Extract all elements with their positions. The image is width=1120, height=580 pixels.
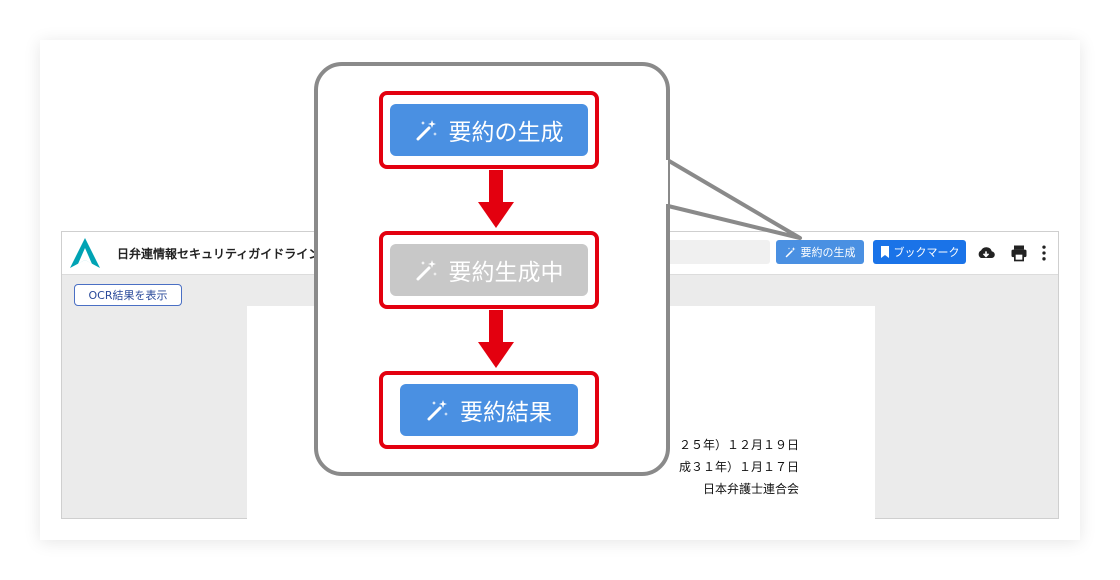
show-ocr-button[interactable]: OCR結果を表示 [74, 284, 182, 306]
magic-wand-icon [427, 400, 448, 421]
down-arrow-icon [478, 170, 514, 228]
summary-button-idle-label: 要約の生成 [448, 120, 564, 146]
toolbar-field [662, 240, 770, 264]
more-vertical-icon[interactable] [1034, 243, 1054, 263]
magic-wand-icon [785, 247, 795, 258]
generate-summary-label: 要約の生成 [800, 246, 856, 259]
page-text-line: 日本弁護士連合会 [702, 482, 799, 496]
magic-wand-icon [416, 120, 437, 141]
down-arrow-icon [478, 310, 514, 368]
bookmark-label: ブックマーク [893, 246, 960, 259]
document-title: 日弁連情報セキュリティガイドライン.pdf [117, 247, 348, 261]
summary-result-label: 要約結果 [460, 400, 552, 426]
print-icon[interactable] [1009, 243, 1029, 263]
state-frame-generating: 要約生成中 [379, 231, 599, 309]
magic-wand-icon [416, 260, 437, 281]
state-frame-idle: 要約の生成 [379, 91, 599, 169]
bookmark-icon [880, 246, 889, 258]
cloud-download-icon[interactable] [976, 243, 996, 263]
bookmark-button[interactable]: ブックマーク [873, 240, 966, 264]
state-frame-result: 要約結果 [379, 371, 599, 449]
summary-button-generating-label: 要約生成中 [448, 260, 564, 286]
page-text-line: ２５年）１２月１９日 [678, 438, 799, 452]
generate-summary-button[interactable]: 要約の生成 [776, 240, 864, 264]
page-text-line: 成３１年）１月１７日 [678, 460, 799, 474]
logo-icon [70, 238, 100, 268]
summary-button-generating: 要約生成中 [390, 244, 588, 296]
callout-join [662, 160, 668, 204]
summary-button-idle[interactable]: 要約の生成 [390, 104, 588, 156]
summary-result-button[interactable]: 要約結果 [400, 384, 578, 436]
